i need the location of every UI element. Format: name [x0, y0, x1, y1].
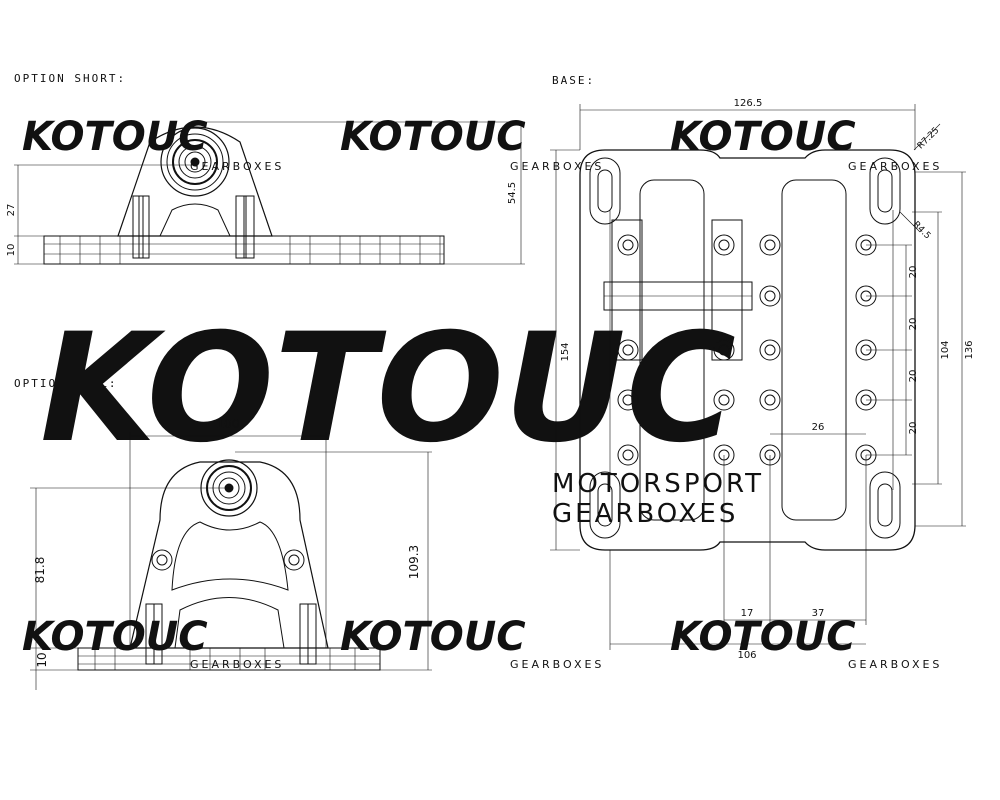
dim-base-37: 37 — [812, 608, 825, 619]
dim-base-136: 136 — [964, 340, 975, 359]
watermark-small-sub: GEARBOXES — [848, 658, 942, 671]
short-bolts — [132, 195, 255, 259]
watermark-large: KOTOUC MOTORSPORT GEARBOXES — [40, 302, 764, 529]
tall-bracket-cutout — [171, 521, 289, 591]
dim-short-27: 27 — [6, 204, 17, 217]
dim-base-pitch-1: 20 — [908, 266, 919, 279]
option-short-title: OPTION SHORT: — [14, 72, 127, 85]
watermark-large-brand: KOTOUC — [40, 302, 736, 476]
watermark-small-brand: KOTOUC — [340, 114, 526, 160]
dim-tall-109-3: 109.3 — [407, 545, 421, 579]
base-outer-plate — [579, 149, 916, 551]
watermark-small-sub: GEARBOXES — [848, 160, 942, 173]
base-corner-slots — [589, 157, 901, 539]
watermark-small-group: KOTOUC KOTOUC KOTOUC KOTOUC KOTOUC KOTOU… — [22, 114, 856, 660]
base-title: BASE: — [552, 74, 596, 87]
dim-short-10: 10 — [6, 244, 17, 257]
option-tall-view — [30, 432, 432, 690]
watermark-sub-group: GEARBOXES GEARBOXES GEARBOXES GEARBOXES … — [190, 160, 942, 671]
dim-tall-81-8: 81.8 — [33, 557, 47, 584]
watermark-small-brand: KOTOUC — [670, 614, 856, 660]
watermark-small-sub: GEARBOXES — [190, 658, 284, 671]
watermark-large-line2: MOTORSPORT — [552, 469, 764, 499]
dim-tall-10: 10 — [35, 652, 49, 667]
option-short-view — [14, 121, 525, 265]
dim-base-126-5: 126.5 — [734, 98, 763, 109]
dim-base-104: 104 — [940, 340, 951, 359]
dim-base-17: 17 — [741, 608, 754, 619]
watermark-small-brand: KOTOUC — [22, 114, 208, 160]
dim-base-r7-25: R7.25 — [916, 126, 942, 152]
base-inner-slot-left — [639, 179, 705, 521]
base-hole-grid — [617, 234, 877, 466]
tall-bracket-body — [129, 461, 329, 649]
watermark-small-brand: KOTOUC — [340, 614, 526, 660]
base-dimension-lines — [550, 104, 966, 650]
watermark-small-brand: KOTOUC — [670, 114, 856, 160]
tall-bolts — [145, 603, 317, 665]
dim-base-r4-5: R4.5 — [911, 220, 933, 242]
watermark-small-sub: GEARBOXES — [190, 160, 284, 173]
option-tall-title: OPTION TALL: — [14, 377, 118, 390]
dim-base-pitch-2: 20 — [908, 318, 919, 331]
tall-left-hole — [151, 549, 173, 571]
watermark-large-line3: GEARBOXES — [552, 499, 738, 529]
dim-base-26: 26 — [812, 422, 825, 433]
short-bracket-body — [117, 126, 273, 237]
dim-base-pitch-3: 20 — [908, 370, 919, 383]
dim-short-54-5: 54.5 — [507, 182, 518, 204]
watermark-small-sub: GEARBOXES — [510, 658, 604, 671]
short-bearing-outer — [160, 127, 230, 197]
dim-base-pitch-4: 20 — [908, 422, 919, 435]
tall-right-hole — [283, 549, 305, 571]
dim-tall-100: 100 — [217, 417, 240, 431]
dim-base-106: 106 — [737, 650, 756, 661]
dim-base-154: 154 — [560, 342, 571, 361]
base-inner-slot-right — [781, 179, 847, 521]
